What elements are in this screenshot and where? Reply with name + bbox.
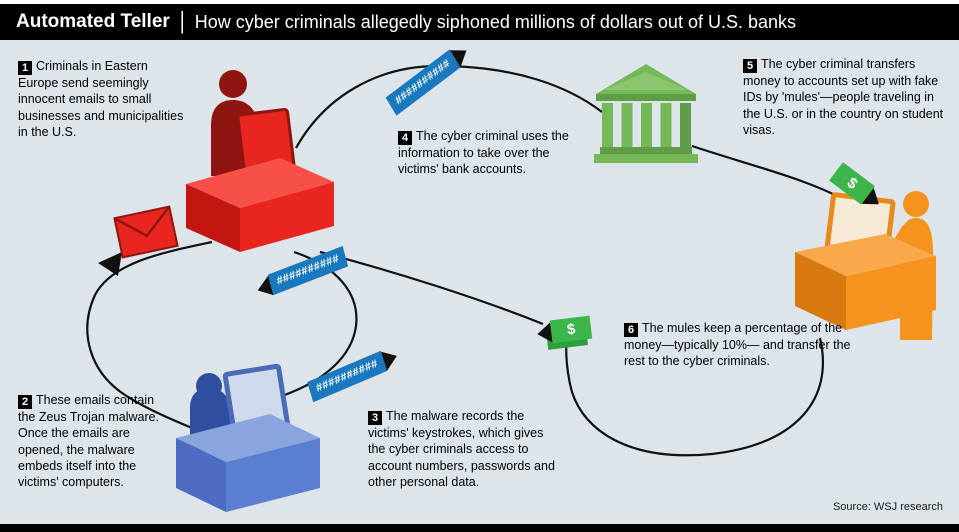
path-criminal-to-victim — [86, 240, 213, 430]
path-money-return — [319, 250, 544, 326]
footer-bar — [0, 524, 959, 532]
step-3-number: 3 — [368, 411, 382, 425]
step-1-text: Criminals in Eastern Europe send seeming… — [18, 59, 184, 139]
top-margin-strip — [0, 0, 959, 4]
bank-icon — [594, 64, 698, 163]
step-3-text: The malware records the victims' keystro… — [368, 409, 555, 489]
money-text: $ — [843, 174, 861, 193]
header-bar: Automated Teller | How cyber criminals a… — [0, 4, 959, 40]
arrow-left-icon — [536, 322, 553, 344]
envelope-arrow-icon — [98, 252, 122, 276]
header-divider: | — [179, 8, 185, 35]
step-1-number: 1 — [18, 61, 32, 75]
path-mule-loop — [565, 335, 825, 457]
money-text: $ — [565, 320, 577, 339]
source-credit: Source: WSJ research — [832, 501, 943, 513]
step-5-text: The cyber criminal transfers money to ac… — [743, 57, 944, 137]
step-2-text: These emails contain the Zeus Trojan mal… — [18, 393, 160, 489]
step-4-number: 4 — [398, 131, 412, 145]
step-6-number: 6 — [624, 323, 638, 337]
mule-workstation-icon — [795, 191, 936, 340]
criminal-workstation-icon — [186, 70, 334, 252]
header-subtitle: How cyber criminals allegedly siphoned m… — [194, 11, 796, 32]
money-badge-mule-return: $ — [536, 315, 593, 344]
step-4-text: The cyber criminal uses the information … — [398, 129, 569, 177]
victim-workstation-icon — [176, 363, 320, 512]
email-envelope-icon — [113, 205, 179, 259]
step-6-text: The mules keep a percentage of the money… — [624, 321, 851, 369]
step-5-number: 5 — [743, 59, 757, 73]
step-2-number: 2 — [18, 395, 32, 409]
header-title: Automated Teller — [16, 11, 170, 32]
